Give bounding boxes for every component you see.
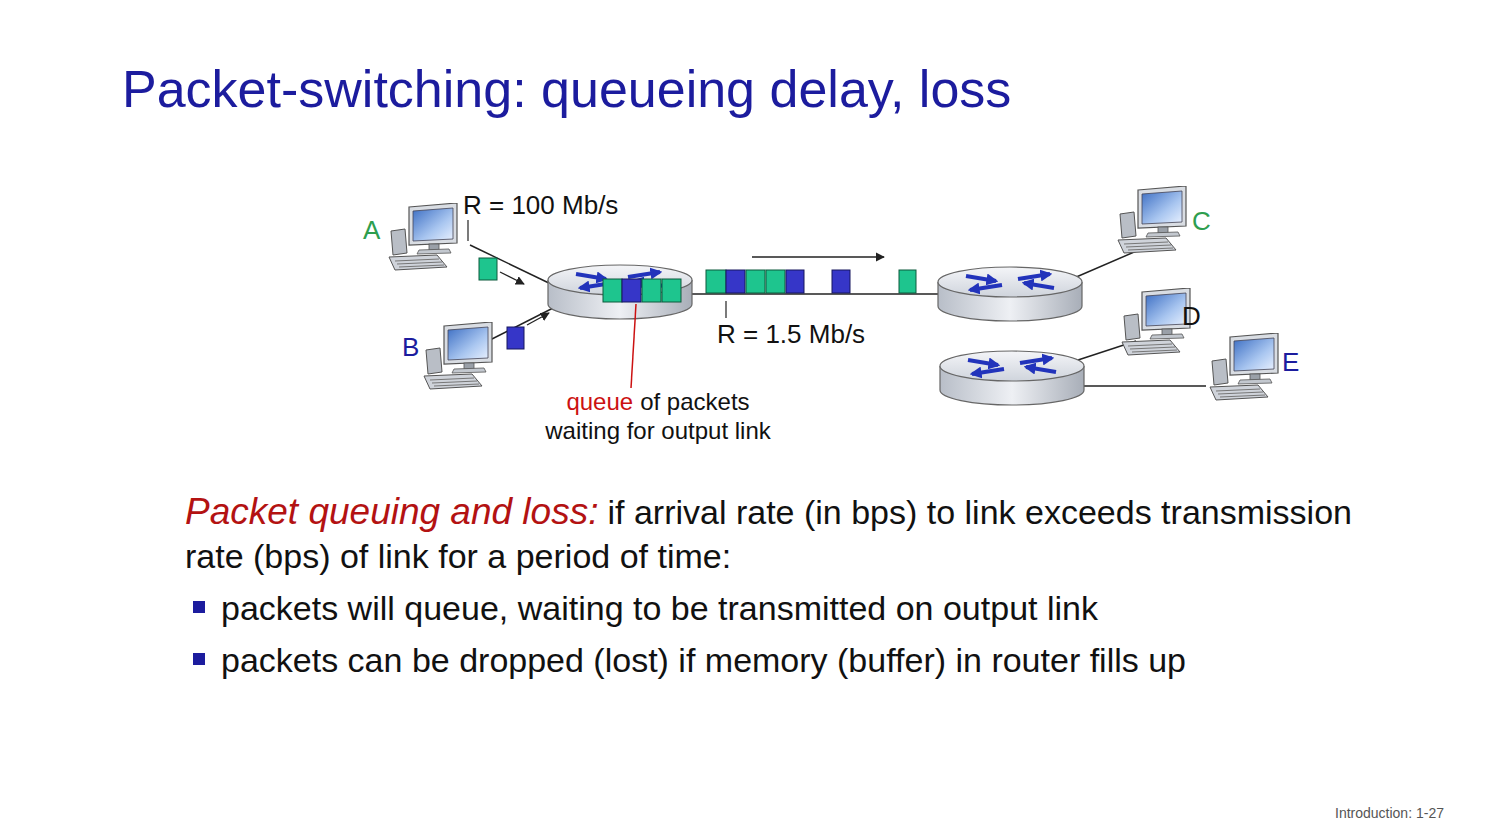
host-label: A: [363, 215, 380, 245]
bullet-item: packets can be dropped (lost) if memory …: [221, 638, 1385, 682]
host-label: D: [1182, 301, 1201, 331]
computer-icon: [420, 322, 500, 394]
callout-line: waiting for output link: [545, 416, 770, 445]
link-rate: R = 100 Mb/s: [463, 190, 618, 220]
queue-callout: queue of packetswaiting for output link: [545, 387, 770, 445]
host-label: E: [1282, 347, 1299, 377]
bullet-text: packets will queue, waiting to be transm…: [221, 589, 1098, 627]
callout-keyword: queue: [566, 388, 633, 415]
callout-text: of packets: [640, 388, 749, 415]
body-paragraph: Packet queuing and loss:if arrival rate …: [185, 490, 1385, 578]
computer-icon: [1206, 333, 1286, 405]
host-computer: A: [385, 203, 465, 275]
host-computer: B: [420, 322, 500, 394]
bullet-square: [193, 653, 205, 665]
host-computer: E: [1206, 333, 1286, 405]
bullet-item: packets will queue, waiting to be transm…: [221, 586, 1385, 630]
host-computer: D: [1118, 288, 1198, 360]
slide-footer: Introduction: 1-27: [1335, 804, 1444, 822]
bullet-text: packets can be dropped (lost) if memory …: [221, 641, 1186, 679]
bullet-list: packets will queue, waiting to be transm…: [185, 586, 1385, 682]
computer-icon: [1114, 186, 1194, 258]
computer-icon: [385, 203, 465, 275]
bullet-square: [193, 601, 205, 613]
host-label: C: [1192, 206, 1211, 236]
slide-title: Packet-switching: queueing delay, loss: [122, 58, 1011, 120]
link-rate: R = 1.5 Mb/s: [717, 319, 865, 349]
host-label: B: [402, 332, 419, 362]
callout-text: waiting for output link: [545, 417, 770, 444]
callout-line: queue of packets: [545, 387, 770, 416]
slide-body: Packet queuing and loss:if arrival rate …: [185, 490, 1385, 690]
host-computer: C: [1114, 186, 1194, 258]
emphasis-heading: Packet queuing and loss:: [185, 491, 598, 532]
